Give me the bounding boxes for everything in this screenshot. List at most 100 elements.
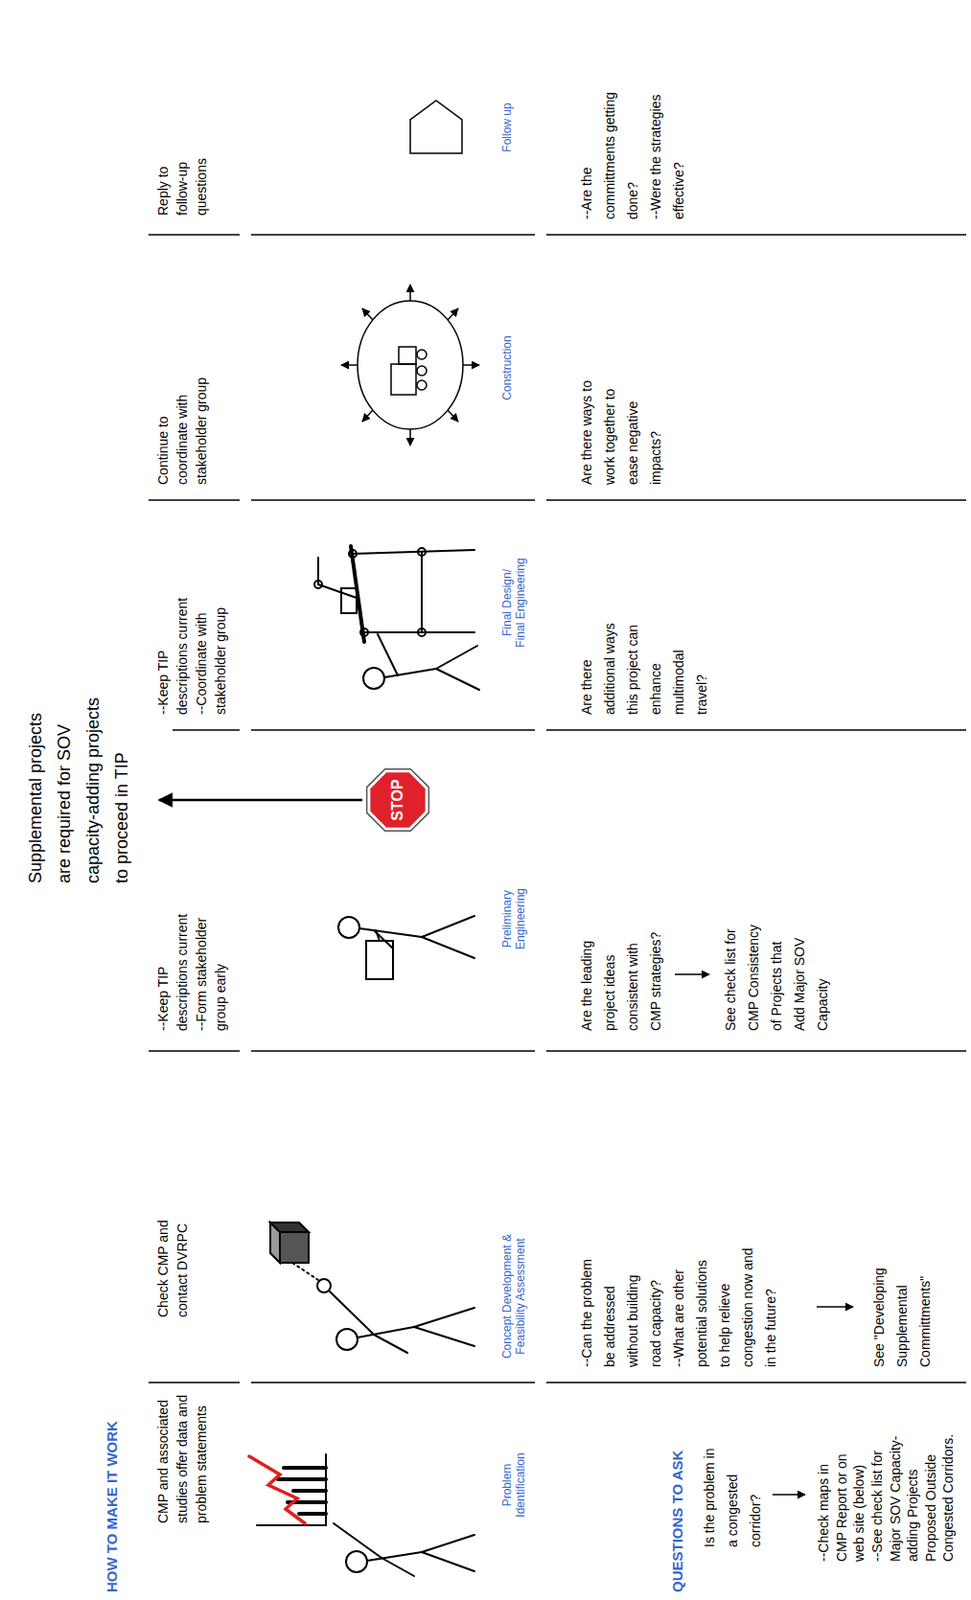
person-arm [329,1292,374,1336]
stage-name: Concept Development & Feasibility Assess… [500,1231,528,1363]
person-head [346,1551,368,1573]
section-heading: HOW TO MAKE IT WORK [103,1421,121,1594]
pointer-arrow [816,1306,854,1309]
stage-name: Preliminary Engineering [500,876,528,963]
question-text: Is the problem in a congested corridor? [697,1442,767,1549]
person-arm [373,1335,408,1354]
stop-text: STOP [363,765,433,835]
stage-name: Follow up [500,79,514,176]
stage-band: Check CMP and contact DVRPC Concept Devel… [0,1051,971,1384]
person-leg [421,1535,475,1553]
concept-icon [270,1223,475,1354]
action-text: Continue to coordinate with stakeholder … [153,365,211,486]
reference-text: See "Developing Supplemental Committment… [867,1247,937,1368]
question-text: --Are the committments getting done? [575,87,645,220]
trend-line [249,1456,305,1525]
person-leg [421,1552,475,1573]
question-text: --Were the strategies effective? [644,87,691,220]
stage-band: Continue to coordinate with stakeholder … [0,234,971,501]
question-text: Are the leading project ideas consistent… [575,918,668,1032]
site-oval [357,300,463,430]
truck-wheel [416,349,427,360]
truck-cab [398,346,417,365]
person-leg [414,1308,475,1328]
final-design-icon [314,546,480,691]
question-text: --Can the problem be addressed without b… [575,1247,668,1368]
divider-line [172,729,240,732]
impact-arrow [341,364,358,367]
stage-band: Reply to follow-up questions Follow up --A… [0,0,971,235]
stage-band: CMP and associated studies offer data an… [0,1383,971,1600]
divider-line [251,1382,535,1385]
action-text: Check CMP and contact DVRPC [153,1202,192,1318]
divider-line [251,233,535,236]
table-joint [348,550,357,558]
person-head [338,917,360,939]
chart-bar [283,1466,326,1471]
action-text: Reply to follow-up questions [153,129,211,216]
table-bar [420,552,423,633]
magnifier [317,1279,331,1294]
impact-arrow [362,410,373,422]
stage-name: Construction [500,320,514,417]
person-arm [377,634,398,676]
sight-line [292,1263,319,1281]
chart-bar [293,1489,326,1494]
divider-line [148,233,240,236]
person-leg [421,937,475,959]
table-joint [417,628,426,637]
stage-band: --Keep TIP descriptions current--Coordin… [0,500,971,731]
impact-arrow [409,284,412,301]
pointer-arrow [772,1494,806,1497]
impact-arrow [447,308,459,321]
box-front [279,1232,309,1264]
person-arm [373,930,394,949]
truck-wheel [416,366,427,376]
chart-bar [299,1512,326,1517]
divider-line [251,1050,535,1053]
action-text: --Form stakeholder group early [191,901,231,1032]
column-dividers [148,234,967,1384]
question-text: --What are other potential solutions to … [667,1247,783,1368]
divider-line [148,499,240,502]
divider-line [546,233,967,236]
section-heading: QUESTIONS TO ASK [669,1451,687,1594]
impact-arrow [462,364,480,367]
follow-up-icon [410,100,463,154]
action-text: CMP and associated studies offer data an… [153,1389,211,1525]
reference-text: --See check list for Major SOV Capacity-… [868,1433,958,1563]
table-joint [417,548,426,556]
truck-wheel [416,380,427,391]
person-head [363,668,385,690]
person-arm [375,930,380,942]
drawing-sheet [341,588,357,614]
drafting-arm [318,557,357,599]
divider-line [546,1050,967,1053]
person-arm [381,1558,415,1577]
divider-line [546,499,967,502]
stage-name: Problem Identification [500,1442,528,1529]
table-leg [352,550,475,555]
divider-line [148,1050,240,1053]
reference-text: --Check maps in CMP Report or on web sit… [814,1433,869,1563]
person-leg [414,1327,475,1347]
table-joint [314,580,323,589]
person-body [384,669,437,678]
impact-arrow [409,429,412,446]
box-side [270,1223,309,1233]
divider-line [251,499,535,502]
pointer-arrow [674,973,710,976]
person-leg [421,916,475,938]
divider-line [148,1382,240,1385]
table-joint [360,628,369,637]
stage-name: Final Design/ Final Engineering [500,555,528,650]
person-leg [436,669,480,691]
problem-icon [249,1455,475,1577]
person-body [359,928,422,938]
person-leg [436,646,478,670]
reference-text: See check list for CMP Consistency of Pr… [718,918,834,1032]
